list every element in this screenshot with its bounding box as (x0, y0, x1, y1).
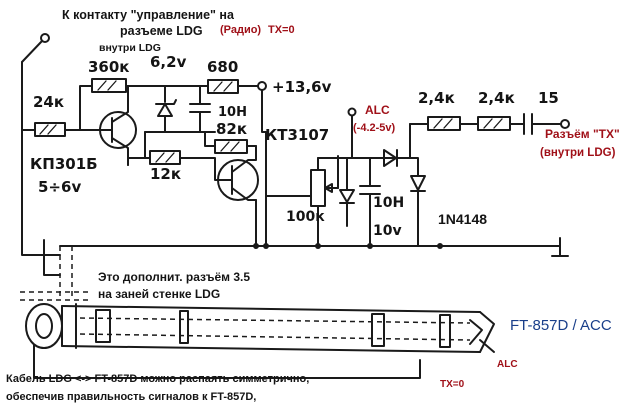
resistor-680 (207, 79, 239, 94)
tx-terminal (560, 119, 570, 129)
wire-12k-to-base (179, 157, 223, 181)
diode-1n4148 (409, 157, 426, 247)
ground-symbol (551, 237, 569, 257)
junction-dot (253, 243, 259, 249)
label-r-2-4k-a: 2,4к (418, 89, 455, 107)
label-r-12k: 12к (150, 165, 182, 183)
label-alc-bottom: ALC (497, 359, 518, 370)
cable-body (61, 305, 481, 353)
label-tx-connector-2: (внутри LDG) (540, 147, 616, 159)
label-c-10h-top: 10H (218, 105, 247, 120)
label-q-kp301: КП301Б (30, 155, 98, 173)
capacitor-15 (523, 113, 533, 135)
label-d-1n4148: 1N4148 (438, 211, 488, 227)
supply-terminal (257, 81, 267, 91)
alc-lead (479, 339, 495, 353)
jack-wire (43, 239, 61, 276)
trimmer-100k (310, 157, 339, 247)
label-c-15: 15 (538, 89, 559, 107)
label-alc-range: (-4.2-5v) (353, 122, 396, 134)
label-tx0-bottom: TX=0 (440, 379, 465, 390)
jack-plug-right (469, 311, 495, 353)
extra-jack-line1: Это дополнит. разъём 3.5 (98, 270, 251, 284)
cable-note-line1: Кабель LDG <-> FT-857D можно распаять си… (6, 373, 310, 385)
wire-alc-up (396, 123, 411, 159)
resistor-2-4k-b (477, 116, 511, 131)
inside-ldg-top: внутри LDG (99, 42, 161, 54)
label-r-82k: 82к (216, 120, 248, 138)
label-supply: +13,6v (272, 78, 332, 96)
label-radio-model: FT-857D / ACC (510, 317, 612, 334)
alc-wire (351, 115, 411, 159)
label-r-2-4k-b: 2,4к (478, 89, 515, 107)
label-c-10h-bottom: 10H (373, 195, 405, 211)
label-tx-connector-1: Разъём "TX" (545, 127, 620, 141)
supply-down-wire (261, 89, 267, 247)
top-note-tx0: TX=0 (268, 24, 295, 36)
resistor-2-4k-a (427, 116, 461, 131)
resistor-12k (149, 150, 181, 165)
zener-6v2 (144, 85, 206, 133)
control-terminal (21, 33, 50, 63)
transistor-kp301 (97, 99, 137, 166)
resistor-82k (214, 139, 248, 154)
capacitor-10h-bottom (359, 157, 381, 247)
label-q-kt3107: КТ3107 (265, 126, 330, 144)
label-alc: ALC (365, 103, 390, 117)
label-r-680: 680 (207, 58, 239, 76)
alc-terminal (347, 107, 357, 117)
label-r-24k: 24к (33, 93, 65, 111)
wire-82k-in (204, 131, 216, 147)
label-r-360k: 360к (88, 58, 130, 76)
wire-to-360k (79, 85, 93, 131)
junction-dot (437, 243, 443, 249)
junction-dot (263, 243, 269, 249)
top-note-line2: разъеме LDG (120, 24, 203, 38)
label-c-6v2: 6,2v (150, 53, 187, 71)
top-note-line1: К контакту "управление" на (62, 8, 234, 22)
left-bus-wire (21, 61, 61, 256)
label-c-10v: 10v (373, 223, 402, 239)
resistor-360k (91, 78, 127, 93)
jack-plug-left (25, 303, 77, 349)
label-r-100k: 100к (286, 209, 325, 225)
cable-bottom-wire (33, 344, 421, 379)
resistor-24k (34, 122, 66, 137)
capacitor-10h-top (189, 85, 211, 133)
transistor-kt3107 (217, 145, 259, 201)
cable-note-line2: обеспечив правильность сигналов к FT-857… (6, 391, 257, 403)
extra-jack-line2: на заней стенке LDG (98, 287, 221, 301)
label-q-kp301-v: 5÷6v (38, 178, 82, 196)
diode-mid (339, 157, 355, 227)
wire-to-12k (127, 157, 151, 166)
top-note-radio: (Радио) (220, 24, 262, 36)
